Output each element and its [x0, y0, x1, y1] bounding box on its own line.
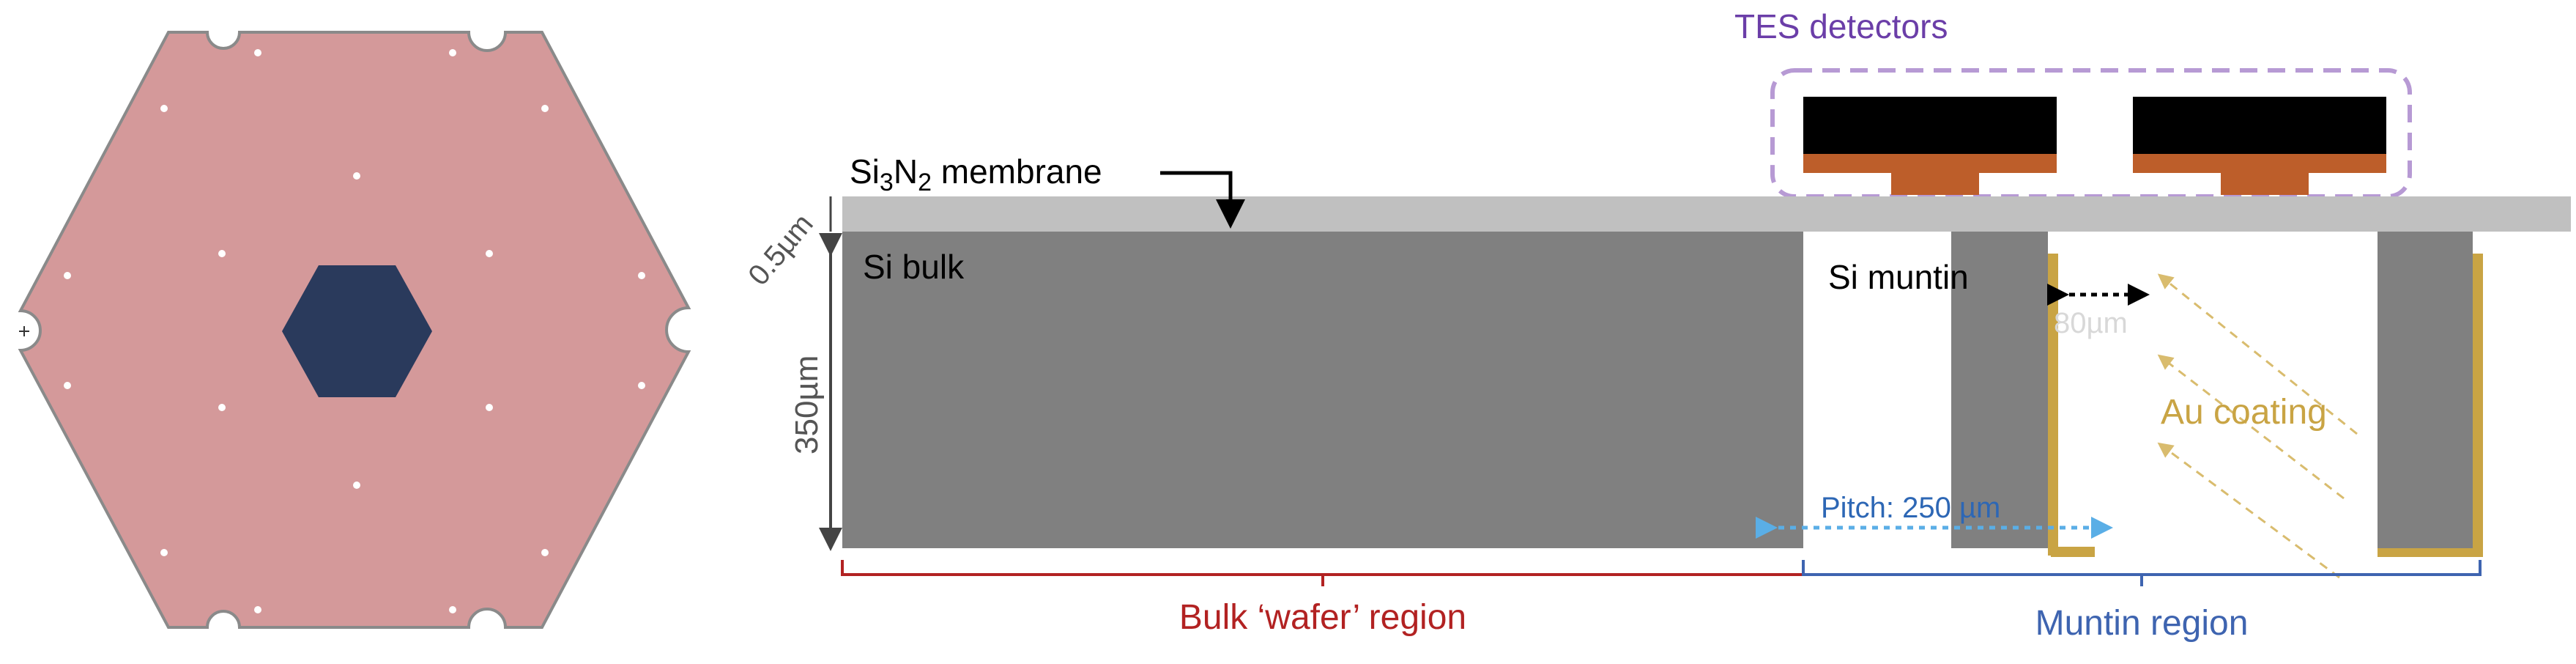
- wafer-top-view: [18, 31, 691, 629]
- si-muntin-2-rect: [2378, 232, 2473, 548]
- au-coating-label: Au coating: [2161, 393, 2327, 432]
- membrane-label: Si3N2 membrane: [850, 152, 1102, 196]
- bulk-region-label: Bulk ‘wafer’ region: [1179, 598, 1466, 637]
- tes-detector: [1803, 97, 2057, 195]
- bulk-thickness-label: 350µm: [789, 355, 825, 454]
- muntin-gold-base: [2051, 547, 2095, 557]
- si-bulk-label: Si bulk: [863, 248, 965, 286]
- si-muntin-1-rect: [1951, 232, 2048, 548]
- muntin-gold-coating: [2473, 254, 2483, 556]
- au-coating-arrows: [2157, 273, 2358, 579]
- muntin-gold-base: [2378, 547, 2483, 557]
- center-detector-hex: [282, 265, 432, 397]
- bulk-region-bracket: [841, 560, 1805, 586]
- crosshair-icon: [19, 326, 29, 336]
- si-muntin-label: Si muntin: [1828, 258, 1969, 296]
- alignment-holes: [64, 49, 645, 613]
- pitch-label: Pitch: 250 µm: [1821, 492, 2000, 524]
- tes-detectors-label: TES detectors: [1734, 7, 1948, 45]
- membrane-thickness-label: 0.5µm: [742, 208, 820, 292]
- si3n4-membrane: [842, 196, 2571, 232]
- cross-section: TES detectors: [742, 7, 2571, 643]
- tes-detector: [2133, 97, 2386, 195]
- muntin-region-label: Muntin region: [2035, 604, 2249, 643]
- muntin-width-label: 80µm: [2054, 307, 2128, 339]
- muntin-gold-coating: [2048, 254, 2058, 556]
- membrane-pointer-arrow: [1160, 171, 1245, 229]
- muntin-region-bracket: [1802, 560, 2482, 586]
- si-bulk-block: [842, 232, 1803, 548]
